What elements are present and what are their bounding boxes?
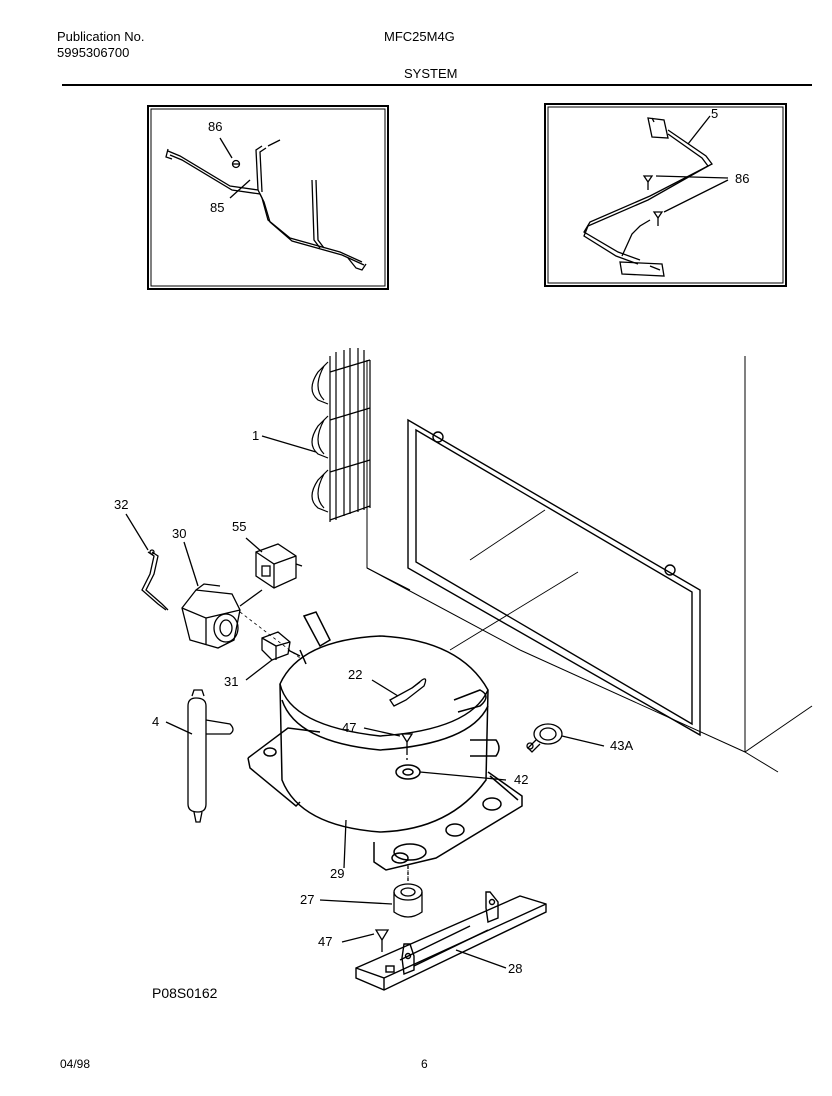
leader-5 <box>687 115 711 145</box>
leader-55 <box>245 537 263 553</box>
relay-cover-55 <box>255 543 303 589</box>
leader-31 <box>245 659 273 681</box>
condenser-coil <box>311 348 371 522</box>
header-rule <box>62 84 812 86</box>
callout-85: 85 <box>210 200 224 215</box>
page-number: 6 <box>421 1057 428 1071</box>
overload-32 <box>141 549 169 611</box>
callout-86b: 86 <box>735 171 749 186</box>
screw-47-top <box>400 733 414 752</box>
screw-47-bottom <box>374 929 390 952</box>
callout-29: 29 <box>330 866 344 881</box>
alignment-line-1 <box>239 611 301 659</box>
leader-29 <box>343 819 347 869</box>
footer-date: 04/98 <box>60 1057 91 1071</box>
callout-47a: 47 <box>342 720 356 735</box>
callout-32: 32 <box>114 497 128 512</box>
model-number: MFC25M4G <box>384 29 455 44</box>
screws-86-right <box>642 175 664 226</box>
frame-centerline-2 <box>449 571 579 651</box>
publication-number: 5995306700 <box>57 45 130 60</box>
leader-30 <box>183 541 199 587</box>
drier-4 <box>187 689 234 823</box>
callout-30: 30 <box>172 526 186 541</box>
callout-5: 5 <box>711 106 718 121</box>
publication-label: Publication No. <box>57 29 145 44</box>
callout-4: 4 <box>152 714 159 729</box>
power-cord-5 <box>583 117 713 277</box>
screw-86-left <box>231 159 241 169</box>
terminal-cover-31 <box>261 631 301 661</box>
frame-centerline-1 <box>469 509 546 561</box>
leader-85 <box>229 179 251 199</box>
grommet-22 <box>389 678 427 707</box>
callout-22: 22 <box>348 667 362 682</box>
grommet-27 <box>393 883 423 918</box>
callout-47b: 47 <box>318 934 332 949</box>
cabinet-outline <box>366 356 813 773</box>
leader-4 <box>165 721 193 735</box>
callout-43A: 43A <box>610 738 633 753</box>
leader-47b <box>341 933 375 943</box>
clamp-43A <box>526 723 563 753</box>
wire-harness-85 <box>165 139 367 271</box>
leader-32 <box>125 513 149 551</box>
callout-28: 28 <box>508 961 522 976</box>
leader-43A <box>561 735 605 747</box>
leader-86b-2 <box>663 179 729 213</box>
callout-42: 42 <box>514 772 528 787</box>
cabinet-frame <box>407 418 701 737</box>
leader-22 <box>371 679 399 697</box>
leader-86a <box>219 137 233 159</box>
inset-box-right <box>544 103 787 287</box>
callout-86a: 86 <box>208 119 222 134</box>
relay-30 <box>181 583 263 649</box>
callout-31: 31 <box>224 674 238 689</box>
inset-box-left <box>147 105 389 290</box>
leader-27 <box>319 899 393 905</box>
section-title: SYSTEM <box>404 66 458 81</box>
callout-1: 1 <box>252 428 259 443</box>
drawing-id: P08S0162 <box>152 985 218 1001</box>
leader-86b-1 <box>655 175 729 179</box>
bracket-28 <box>355 891 547 991</box>
leader-42 <box>419 771 507 781</box>
leader-28 <box>455 949 507 969</box>
leader-47a <box>363 727 401 737</box>
callout-27: 27 <box>300 892 314 907</box>
callout-55: 55 <box>232 519 246 534</box>
leader-1 <box>261 435 317 453</box>
